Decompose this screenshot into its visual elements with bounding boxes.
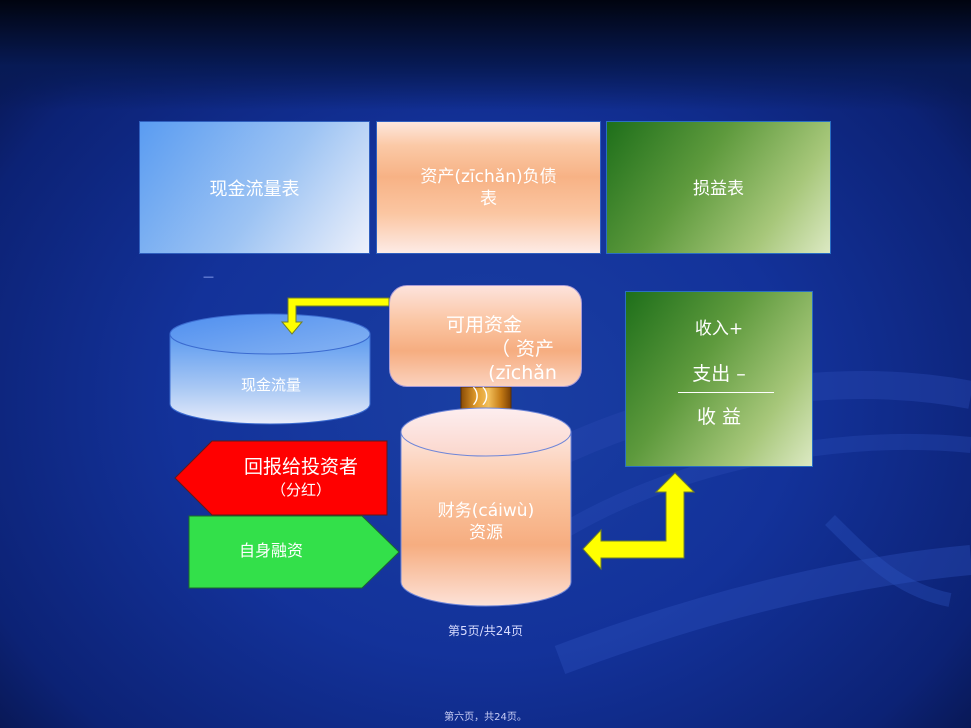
cash-flow-statement-box: 现金流量表 xyxy=(139,121,370,254)
footer-text: 第六页，共24页。 xyxy=(444,712,527,723)
available-funds-line3: ）） xyxy=(472,386,501,408)
available-funds-box: 可用资金 （ 资产(zīchǎn ）） xyxy=(389,285,582,408)
available-funds-line1: 可用资金 xyxy=(446,314,523,336)
revenue-expense-box: 收入+ 支出 – 收 益 xyxy=(625,291,813,467)
financial-resources-line1: 财务(cáiwù) xyxy=(437,501,535,521)
revenue-label: 收入+ xyxy=(694,319,744,339)
balance-sheet-label-line2: 表 xyxy=(479,188,497,209)
balance-sheet-label-line1: 资产(zīchǎn)负债 xyxy=(420,166,557,187)
yellow-arrow-to-cash-flow xyxy=(280,297,390,335)
balance-sheet-box: 资产(zīchǎn)负债 表 xyxy=(376,121,601,254)
top-gradient-band xyxy=(0,0,971,110)
cash-flow-cylinder xyxy=(169,313,371,425)
self-financing-arrow xyxy=(188,515,400,589)
return-to-investors-arrow xyxy=(174,440,388,516)
financial-resources-cylinder xyxy=(400,407,572,607)
expense-label: 支出 – xyxy=(692,363,746,385)
return-to-investors-main: 回报给投资者 xyxy=(243,456,358,478)
income-statement-box: 损益表 xyxy=(606,121,831,254)
page-number: 第5页/共24页 xyxy=(448,624,523,638)
return-to-investors-sub: （分红） xyxy=(270,481,331,499)
cash-flow-cylinder-label: 现金流量 xyxy=(240,376,301,394)
cash-flow-statement-label: 现金流量表 xyxy=(209,178,300,200)
profit-label: 收 益 xyxy=(696,406,742,428)
sum-line xyxy=(678,392,774,393)
financial-resources-line2: 资源 xyxy=(469,523,503,543)
income-statement-label: 损益表 xyxy=(693,179,744,199)
return-to-investors-label: 回报给投资者 （分红） xyxy=(226,452,376,500)
financial-resources-label: 财务(cáiwù) 资源 xyxy=(401,500,571,544)
available-funds-line2: （ 资产(zīchǎn xyxy=(488,338,557,384)
small-dash-mark: — xyxy=(203,270,214,283)
self-financing-label: 自身融资 xyxy=(238,541,303,560)
yellow-double-arrow xyxy=(582,472,696,571)
